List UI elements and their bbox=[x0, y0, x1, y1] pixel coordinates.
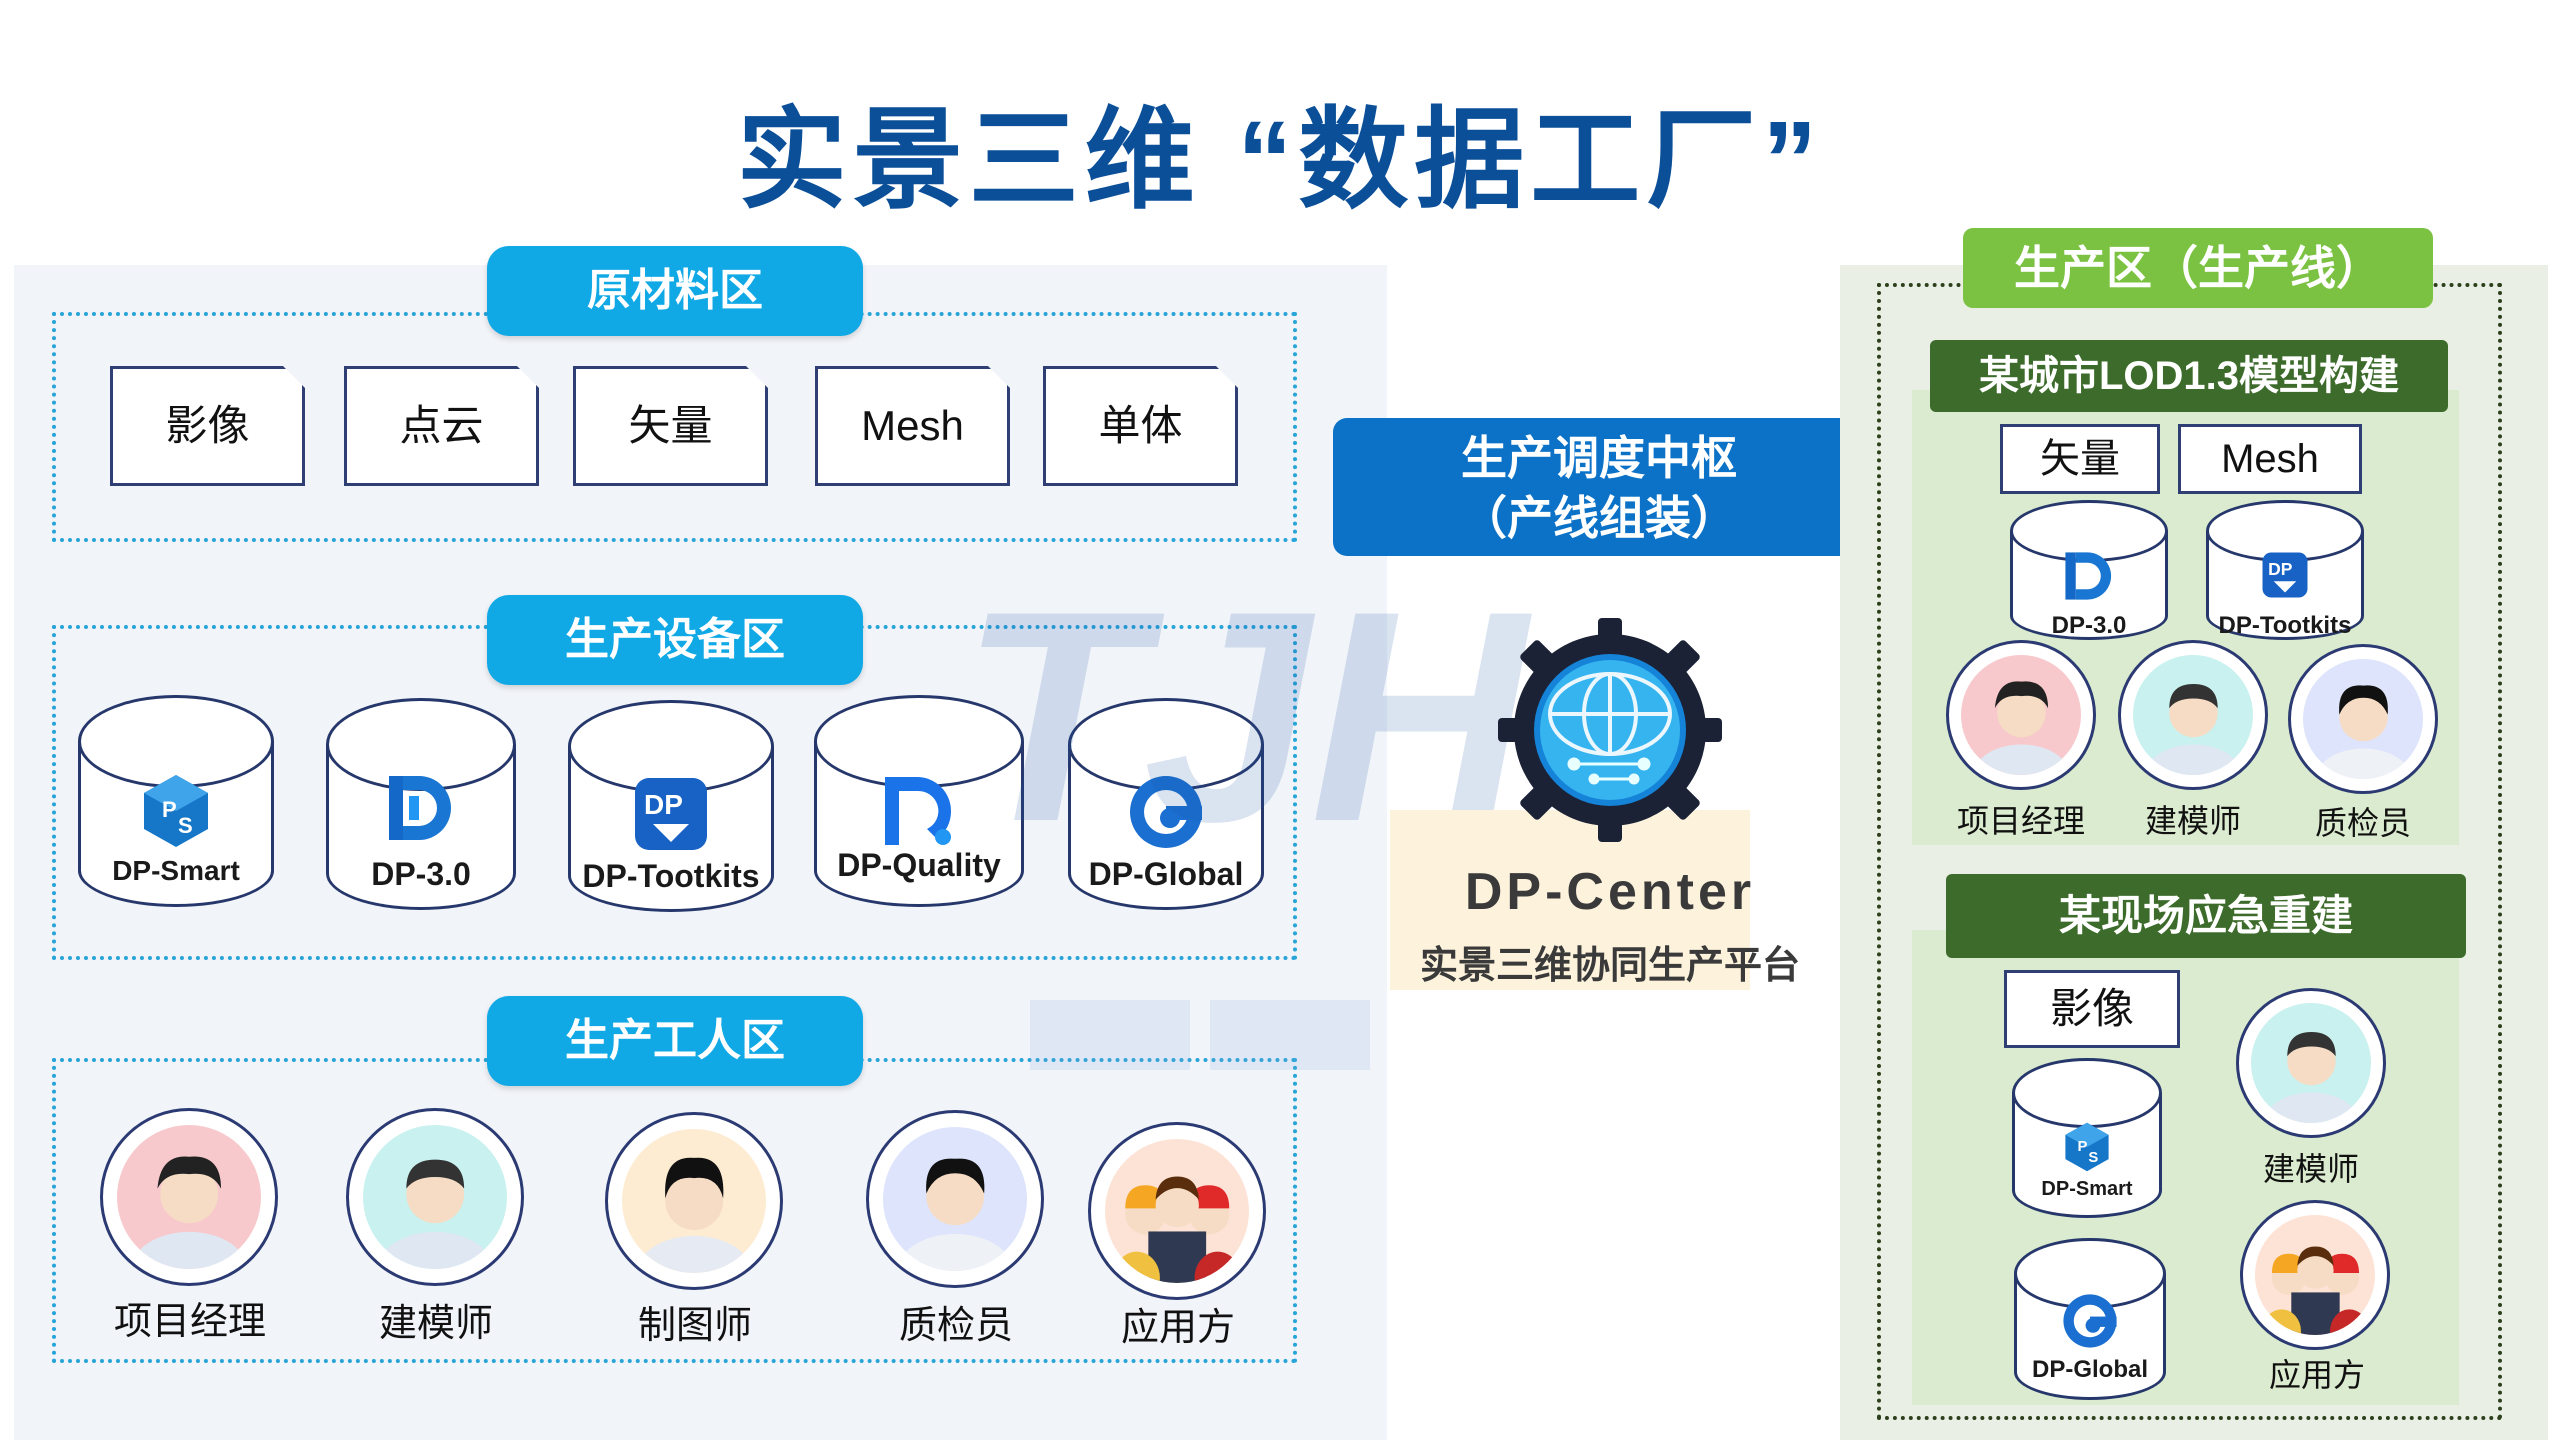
tool-label: DP-Tootkits bbox=[582, 858, 760, 894]
production-zone-label: 生产区（生产线） bbox=[1963, 228, 2433, 308]
person-avatar bbox=[2118, 640, 2268, 790]
tool-cylinder: DP DP-Tootkits bbox=[2206, 500, 2364, 640]
tool-label: DP-Global bbox=[1088, 856, 1244, 892]
material-card: 影像 bbox=[110, 366, 305, 486]
dp-center-gear-globe-icon bbox=[1498, 618, 1722, 842]
person-avatar bbox=[1946, 640, 2096, 790]
production-line-1-title: 某城市LOD1.3模型构建 bbox=[1930, 340, 2448, 412]
person-label: 质检员 bbox=[2314, 805, 2411, 841]
svg-text:S: S bbox=[178, 813, 193, 838]
svg-text:DP: DP bbox=[2268, 559, 2293, 579]
material-card: Mesh bbox=[815, 366, 1010, 486]
dp-center-product-subtitle: 实景三维协同生产平台 bbox=[1419, 945, 1800, 987]
dp-tootkits-logo-icon: DP bbox=[2262, 552, 2308, 598]
tool-label: DP-3.0 bbox=[2051, 612, 2127, 639]
dp-tootkits-logo-icon: DP bbox=[635, 778, 707, 850]
person-label: 应用方 bbox=[1120, 1307, 1235, 1349]
person-avatar bbox=[100, 1108, 278, 1286]
person-label: 建模师 bbox=[2262, 1151, 2359, 1187]
dp-smart-logo-icon: P S bbox=[2065, 1122, 2109, 1172]
tool-cylinder: P S DP-Smart bbox=[2012, 1058, 2162, 1218]
person-label: 项目经理 bbox=[113, 1301, 266, 1343]
dp3-logo-icon bbox=[2065, 552, 2112, 600]
tool-label: DP-Smart bbox=[2041, 1178, 2133, 1200]
production-line-2-title: 某现场应急重建 bbox=[1946, 874, 2466, 958]
dispatch-center-header: 生产调度中枢 （产线组装） bbox=[1333, 418, 1865, 556]
person-label: 应用方 bbox=[2268, 1357, 2365, 1393]
tool-label: DP-Smart bbox=[112, 855, 240, 886]
person-avatar bbox=[866, 1110, 1044, 1288]
dp3-logo-icon bbox=[389, 776, 451, 840]
tool-cylinder: DP DP-Tootkits bbox=[568, 700, 774, 912]
tool-label: DP-3.0 bbox=[371, 856, 471, 892]
tool-cylinder: DP-Global bbox=[1068, 698, 1264, 910]
svg-text:P: P bbox=[2078, 1139, 2088, 1155]
person-avatar bbox=[605, 1112, 783, 1290]
material-card: 影像 bbox=[2004, 970, 2180, 1048]
tool-cylinder: DP-3.0 bbox=[326, 698, 516, 910]
person-label: 建模师 bbox=[2144, 803, 2241, 839]
page-title: 实景三维 “数据工厂” bbox=[736, 99, 1824, 222]
person-label: 制图师 bbox=[637, 1305, 752, 1347]
person-avatar bbox=[2236, 988, 2386, 1138]
dispatch-center-title: 生产调度中枢 bbox=[1461, 432, 1737, 484]
materials-zone-label: 原材料区 bbox=[487, 246, 863, 336]
group-avatar bbox=[2240, 1200, 2390, 1350]
background-watermark-graphic: TJH bbox=[960, 560, 1750, 1070]
tool-cylinder: DP-Quality bbox=[814, 695, 1024, 907]
group-avatar bbox=[1088, 1122, 1266, 1300]
material-card: 矢量 bbox=[2000, 424, 2160, 494]
svg-text:P: P bbox=[162, 797, 177, 822]
tool-cylinder: P S DP-Smart bbox=[78, 695, 274, 907]
tool-cylinder: DP-Global bbox=[2014, 1238, 2166, 1400]
svg-text:S: S bbox=[2088, 1150, 2098, 1166]
person-label: 建模师 bbox=[378, 1303, 493, 1345]
person-avatar bbox=[2288, 644, 2438, 794]
svg-text:DP: DP bbox=[644, 789, 683, 820]
dp-global-logo-icon bbox=[1130, 776, 1202, 848]
svg-text:TJH: TJH bbox=[960, 560, 1535, 884]
tool-cylinder: DP-3.0 bbox=[2010, 500, 2168, 640]
person-label: 质检员 bbox=[898, 1305, 1013, 1347]
tool-label: DP-Global bbox=[2031, 1356, 2148, 1383]
material-card: 点云 bbox=[344, 366, 539, 486]
material-card: 矢量 bbox=[573, 366, 768, 486]
dp-quality-logo-icon bbox=[885, 777, 952, 845]
tool-label: DP-Tootkits bbox=[2218, 612, 2352, 639]
dp-smart-logo-icon: P S bbox=[144, 775, 208, 847]
dp-global-logo-icon bbox=[2063, 1294, 2117, 1348]
person-avatar bbox=[346, 1108, 524, 1286]
dispatch-center-subtitle: （产线组装） bbox=[1461, 492, 1737, 544]
material-card: 单体 bbox=[1043, 366, 1238, 486]
material-card: Mesh bbox=[2178, 424, 2362, 494]
dp-center-product-name: DP-Center bbox=[1464, 863, 1756, 921]
equipment-zone-label: 生产设备区 bbox=[487, 595, 863, 685]
person-label: 项目经理 bbox=[1956, 803, 2085, 839]
tool-label: DP-Quality bbox=[837, 847, 1001, 883]
workers-zone-label: 生产工人区 bbox=[487, 996, 863, 1086]
